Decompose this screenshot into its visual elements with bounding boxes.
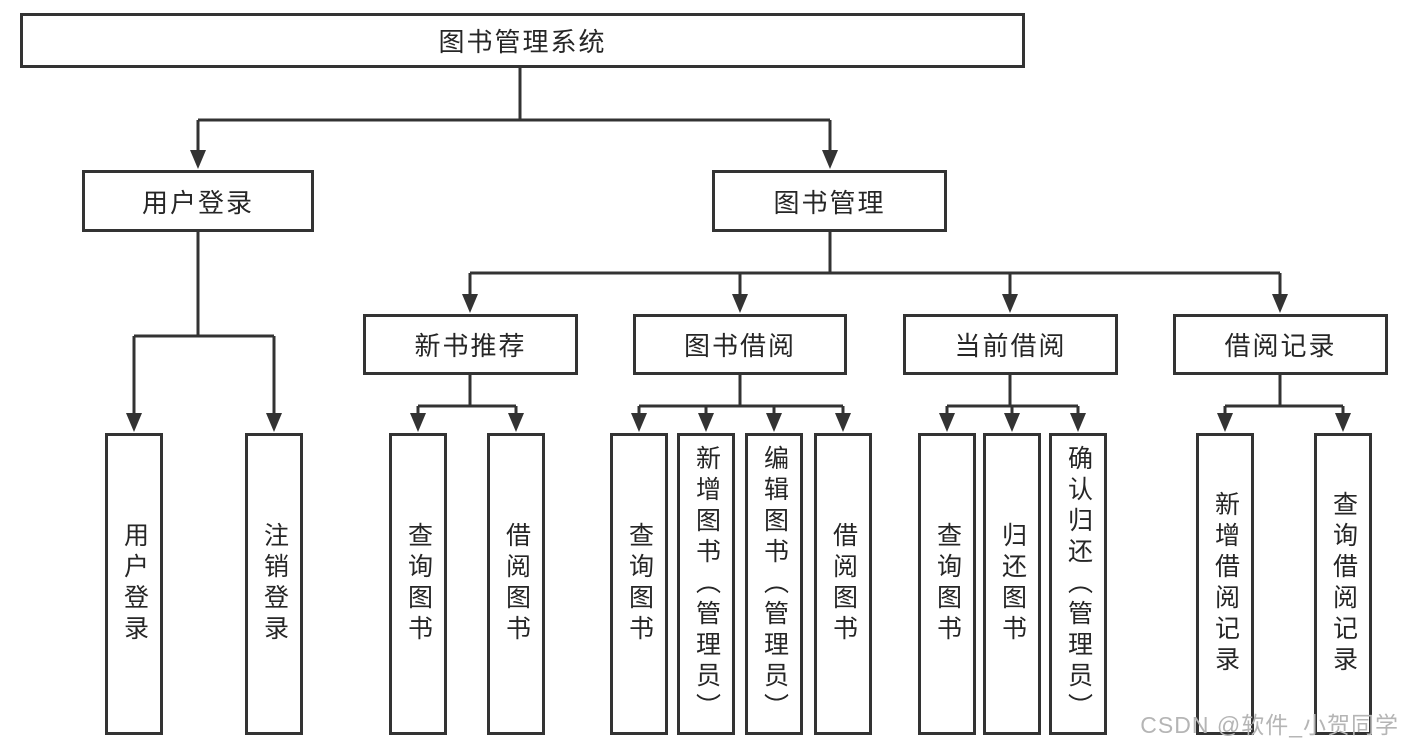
connector-current-borrow-to-leaves <box>945 374 1080 416</box>
leaf-query-books-borrow-label: 查询图书 <box>625 522 654 646</box>
arrowheads-user-login-leaves <box>126 413 282 432</box>
leaf-query-books-borrow: 查询图书 <box>610 433 668 735</box>
leaf-edit-book-admin-label: 编辑图书（管理员） <box>760 444 789 724</box>
leaf-confirm-return-admin: 确认归还（管理员） <box>1049 433 1107 735</box>
leaf-borrow-books-recommend-label: 借阅图书 <box>502 522 531 646</box>
arrowheads-level2 <box>190 150 838 169</box>
node-library-management-system: 图书管理系统 <box>20 13 1025 68</box>
connector-book-borrow-to-leaves <box>637 374 845 416</box>
node-book-management-module: 图书管理 <box>712 170 947 232</box>
leaf-borrow-books-label: 借阅图书 <box>829 522 858 646</box>
arrowheads-level3 <box>462 294 1288 313</box>
leaf-return-book: 归还图书 <box>983 433 1041 735</box>
leaf-user-login-label: 用户登录 <box>120 522 149 646</box>
csdn-watermark: CSDN @软件_小贺同学 <box>1140 712 1399 738</box>
node-user-login-module: 用户登录 <box>82 170 314 232</box>
leaf-user-login: 用户登录 <box>105 433 163 735</box>
leaf-add-borrow-record: 新增借阅记录 <box>1196 433 1254 735</box>
leaf-query-books-recommend: 查询图书 <box>389 433 447 735</box>
leaf-confirm-return-admin-label: 确认归还（管理员） <box>1064 444 1093 724</box>
node-borrow-records: 借阅记录 <box>1173 314 1388 375</box>
leaf-query-borrow-record-label: 查询借阅记录 <box>1329 491 1358 677</box>
leaf-query-books-recommend-label: 查询图书 <box>404 522 433 646</box>
leaf-logout: 注销登录 <box>245 433 303 735</box>
leaf-return-book-label: 归还图书 <box>998 522 1027 646</box>
connector-user-login-to-leaves <box>132 231 276 416</box>
leaf-query-books-current: 查询图书 <box>918 433 976 735</box>
connector-root-to-level2 <box>196 67 832 153</box>
leaf-edit-book-admin: 编辑图书（管理员） <box>745 433 803 735</box>
node-current-borrow: 当前借阅 <box>903 314 1118 375</box>
connector-book-management-to-level3 <box>468 231 1282 297</box>
leaf-add-book-admin: 新增图书（管理员） <box>677 433 735 735</box>
node-book-borrow: 图书借阅 <box>633 314 847 375</box>
connector-borrow-records-to-leaves <box>1223 374 1345 416</box>
leaf-query-books-current-label: 查询图书 <box>933 522 962 646</box>
arrowheads-leaves <box>410 413 1351 432</box>
leaf-borrow-books: 借阅图书 <box>814 433 872 735</box>
connector-new-book-recommend-to-leaves <box>416 374 518 416</box>
leaf-add-borrow-record-label: 新增借阅记录 <box>1211 491 1240 677</box>
leaf-add-book-admin-label: 新增图书（管理员） <box>692 444 721 724</box>
leaf-logout-label: 注销登录 <box>260 522 289 646</box>
leaf-borrow-books-recommend: 借阅图书 <box>487 433 545 735</box>
node-new-book-recommend: 新书推荐 <box>363 314 578 375</box>
leaf-query-borrow-record: 查询借阅记录 <box>1314 433 1372 735</box>
